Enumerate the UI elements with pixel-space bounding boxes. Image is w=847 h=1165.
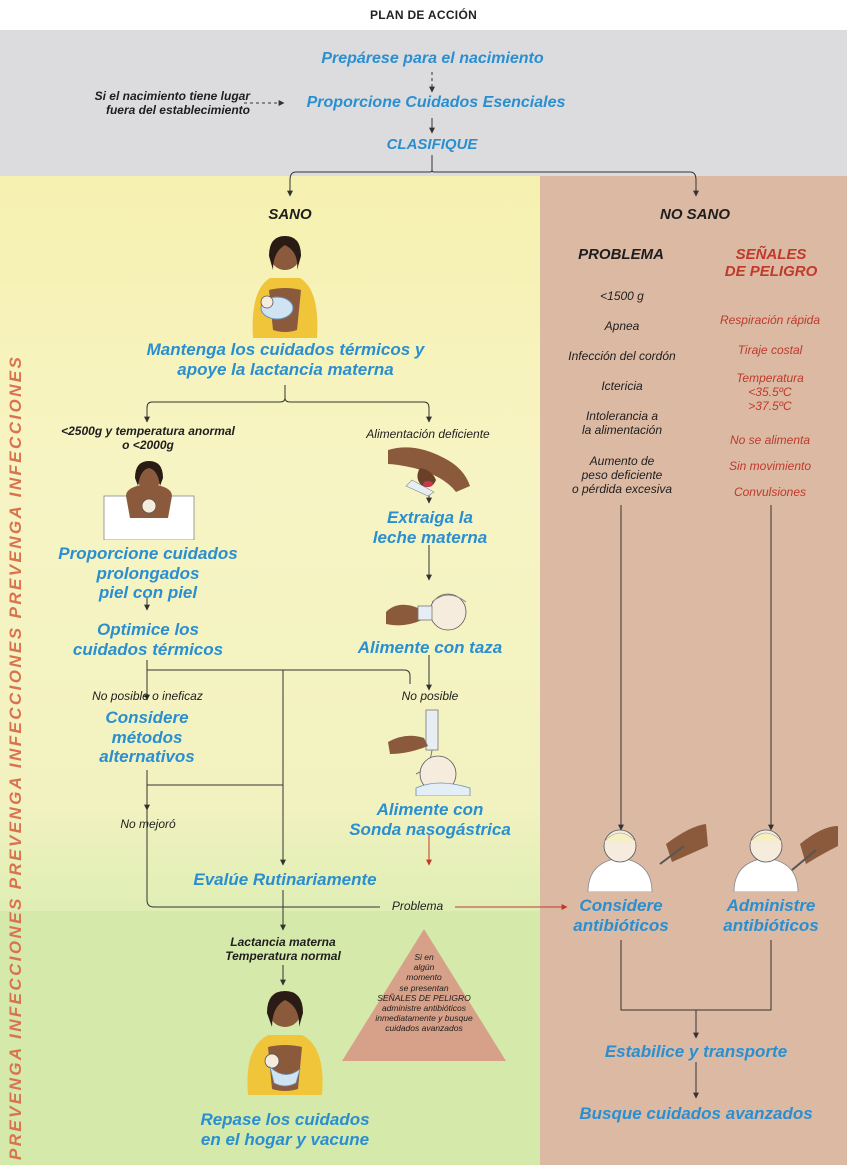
top-band [0,0,847,30]
preparation-band [0,30,847,176]
baby-injection-illustration [733,826,838,892]
problem-item: Apnea [604,319,640,333]
consider-antibiotics: Considere antibióticos [573,896,669,935]
problem-item: Ictericia [601,379,643,393]
skin-to-skin-care: Proporcione cuidados prolongados piel co… [58,544,238,603]
cup-feed: Alimente con taza [357,638,503,657]
problem-item: Intolerancia a la alimentación [581,409,663,437]
prevent-infections-banner: PREVENGA INFECCIONES PREVENGA INFECCIONE… [3,30,27,1165]
provide-essential-care: Proporcione Cuidados Esenciales [306,94,566,111]
prepare-for-birth: Prepárese para el nacimiento [321,50,544,67]
baby-injection-illustration [587,824,708,892]
not-possible-ineffective: No posible o ineficaz [92,689,203,703]
danger-sign-item: Convulsiones [733,485,807,499]
danger-sign-item: Tiraje costal [737,343,803,357]
danger-sign-item: Respiración rápida [719,313,821,327]
outside-facility-note: Si el nacimiento tiene lugar fuera del e… [94,89,250,117]
problem-item: Aumento de peso deficiente o pérdida exc… [571,454,673,496]
stabilize-transport: Estabilice y transporte [604,1042,788,1061]
cup-feeding-illustration [386,593,467,631]
consider-alternatives: Considere métodos alternativos [99,708,195,767]
maintain-thermal-care: Mantenga los cuidados térmicos y apoye l… [146,340,425,379]
give-antibiotics: Administre antibióticos [723,896,819,935]
mother-breastfeeding-illustration [252,236,318,338]
not-improved: No mejoró [120,817,176,831]
skin-to-skin-illustration [103,461,195,540]
nasogastric-tube-illustration [388,709,471,796]
seek-advanced-care: Busque cuidados avanzados [579,1104,813,1123]
danger-sign-item: Temperatura <35.5ºC >37.5ºC [736,371,804,413]
healthy-title: SANO [268,206,312,223]
warning-triangle [342,929,506,1061]
not-possible: No posible [401,689,459,703]
mother-breastfeeding-illustration-2 [247,991,323,1095]
problem-header: PROBLEMA [578,246,664,263]
not-healthy-band [540,176,847,1165]
low-weight-condition: <2500g y temperatura anormal o <2000g [61,424,235,452]
danger-sign-item: Sin movimiento [728,459,812,473]
problem-label: Problema [391,899,444,913]
problem-item: <1500 g [600,289,644,303]
feeding-deficient: Alimentación deficiente [366,427,490,441]
express-breast-milk: Extraiga la leche materna [372,508,488,547]
review-home-care: Repase los cuidados en el hogar y vacune [200,1110,370,1149]
banner-text: PREVENGA INFECCIONES PREVENGA INFECCIONE… [6,355,25,1160]
problem-item: Infección del cordón [568,349,676,363]
plan-label: PLAN DE ACCIÓN [369,8,478,22]
hand-expression-illustration [388,447,470,497]
classify: CLASIFIQUE [386,136,478,153]
tube-feed: Alimente con Sonda nasogástrica [349,800,511,839]
danger-sign-item: No se alimenta [729,433,811,447]
warning-triangle-text: Si en algún momento se presentan SEÑALES… [375,952,473,1034]
breastfeeding-normal-temp: Lactancia materna Temperatura normal [225,935,341,963]
evaluate-routinely: Evalúe Rutinariamente [193,870,377,889]
not-healthy-title: NO SANO [659,206,730,223]
danger-signs-header: SEÑALES DE PELIGRO [724,246,818,281]
optimize-thermal-care: Optimice los cuidados térmicos [72,620,224,659]
